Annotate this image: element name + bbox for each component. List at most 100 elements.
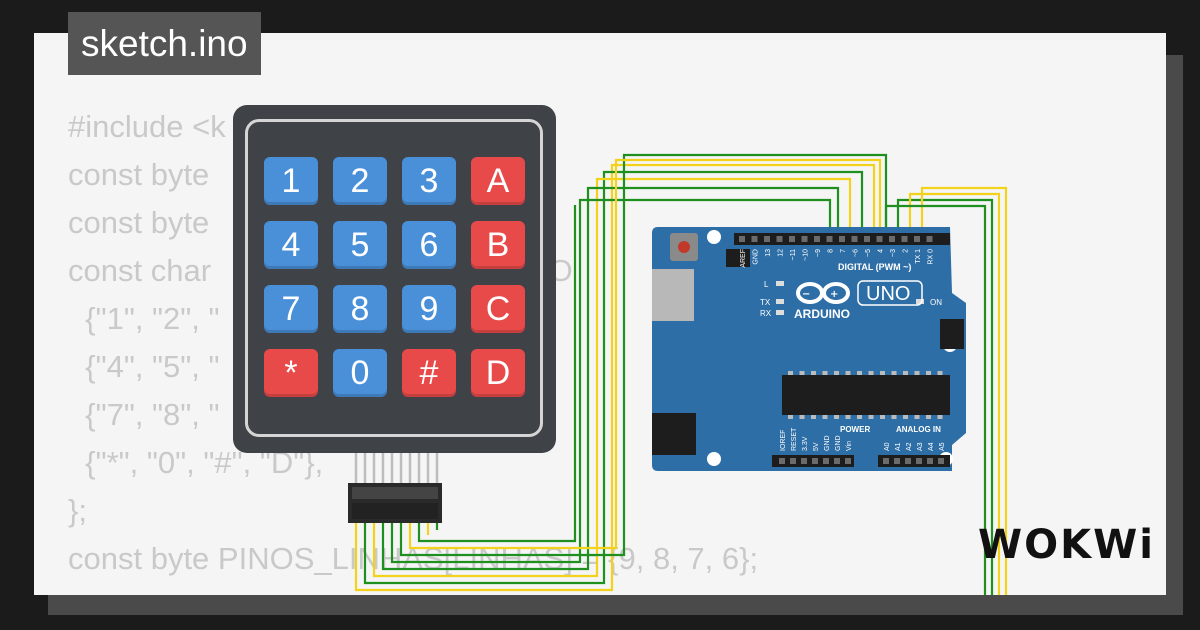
digital-pin[interactable] [876,236,883,242]
analog-pin-label: A5 [939,442,946,451]
analog-pin-label: A0 [884,442,891,451]
key-hash[interactable]: # [402,349,456,397]
model-text: UNO [866,283,910,305]
code-line: const byte [68,157,210,192]
key-2[interactable]: 2 [333,157,387,205]
power-pin-label: 5V [813,442,820,451]
key-star[interactable]: * [264,349,318,397]
digital-pin[interactable] [864,236,870,242]
wire-row2 [363,170,864,585]
code-line: const byte [68,205,210,240]
power-pin[interactable] [845,458,851,464]
code-line: const byte PINOS_LINHAS[LINHAS] = {9, 8,… [68,541,759,576]
arduino-logo [796,282,850,304]
chip-pin [868,415,874,419]
digital-pin[interactable] [926,236,933,242]
analog-pin[interactable] [938,458,944,464]
chip-pin [811,371,816,375]
wire-row4 [381,186,840,571]
chip-pin [926,371,931,375]
key-5[interactable]: 5 [333,221,387,269]
digital-pin-label: AREF [740,249,747,268]
digital-pin-label: ~9 [815,249,822,257]
analog-pin[interactable] [883,458,889,464]
power-pin-label: IOREF [780,430,787,451]
code-line: {"4", "5", " [68,349,220,384]
reset-button-cap[interactable] [678,241,690,253]
wire-pin5 [884,204,987,595]
analog-label: ANALOG IN [896,425,941,434]
chip-pin [857,371,862,375]
wire-col3 [408,158,882,550]
key-d[interactable]: D [471,349,525,397]
wire-row3 [372,177,852,578]
key-6[interactable]: 6 [402,221,456,269]
power-pin[interactable] [801,458,807,464]
analog-pin[interactable] [916,458,922,464]
code-line: #include <k [68,109,226,144]
digital-pin[interactable] [776,236,783,242]
chip-pin [880,415,885,419]
power-pin[interactable] [834,458,840,464]
key-7[interactable]: 7 [264,285,318,333]
power-label: POWER [840,425,870,434]
key-8[interactable]: 8 [333,285,387,333]
chip-pin [926,415,931,419]
chip-pin [880,371,885,375]
chip-pin [834,371,839,375]
digital-pin-label: 7 [840,249,847,253]
sketch-title[interactable]: sketch.ino [68,12,261,75]
power-pin[interactable] [779,458,785,464]
key-0[interactable]: 0 [333,349,387,397]
analog-pin[interactable] [927,458,933,464]
key-c[interactable]: C [471,285,525,333]
key-a[interactable]: A [471,157,525,205]
digital-pin[interactable] [751,236,758,242]
digital-pin-label: 12 [778,249,785,257]
power-pin[interactable] [823,458,829,464]
logo-plus: + [830,289,838,300]
chip-pin [788,415,793,419]
icsp-header [726,249,964,349]
digital-pin-label: 13 [765,249,772,257]
digital-pin[interactable] [739,236,745,242]
chip-pin [799,415,805,419]
digital-pin[interactable] [851,236,858,242]
code-line: {"7", "8", " [68,397,220,432]
analog-pin[interactable] [905,458,911,464]
led-label-rx: RX [760,309,772,318]
digital-pin[interactable] [889,236,895,242]
chip-pin [937,371,943,375]
on-label: ON [930,298,942,307]
digital-pin[interactable] [826,236,833,242]
digital-pin[interactable] [901,236,908,242]
analog-pin[interactable] [894,458,900,464]
digital-pin[interactable] [914,236,920,242]
analog-pin-label: A2 [906,442,913,451]
digital-pin-label: TX 1 [915,249,922,264]
key-4[interactable]: 4 [264,221,318,269]
key-1[interactable]: 1 [264,157,318,205]
digital-pin[interactable] [814,236,820,242]
power-jack [652,413,696,455]
digital-pin-label: GND [753,249,760,265]
digital-pin[interactable] [789,236,795,242]
chip-pin [914,371,920,375]
digital-pin-label: RX 0 [928,249,935,265]
power-pin[interactable] [790,458,796,464]
digital-pin[interactable] [839,236,845,242]
wire-col2 [399,153,888,557]
key-9[interactable]: 9 [402,285,456,333]
digital-pin[interactable] [764,236,770,242]
digital-pin-label: ~11 [790,249,797,260]
power-pin[interactable] [812,458,818,464]
digital-pin-label: 2 [903,249,910,253]
digital-pin-label: ~5 [865,249,872,257]
key-3[interactable]: 3 [402,157,456,205]
led-on [916,299,924,304]
digital-pin[interactable] [801,236,808,242]
key-b[interactable]: B [471,221,525,269]
